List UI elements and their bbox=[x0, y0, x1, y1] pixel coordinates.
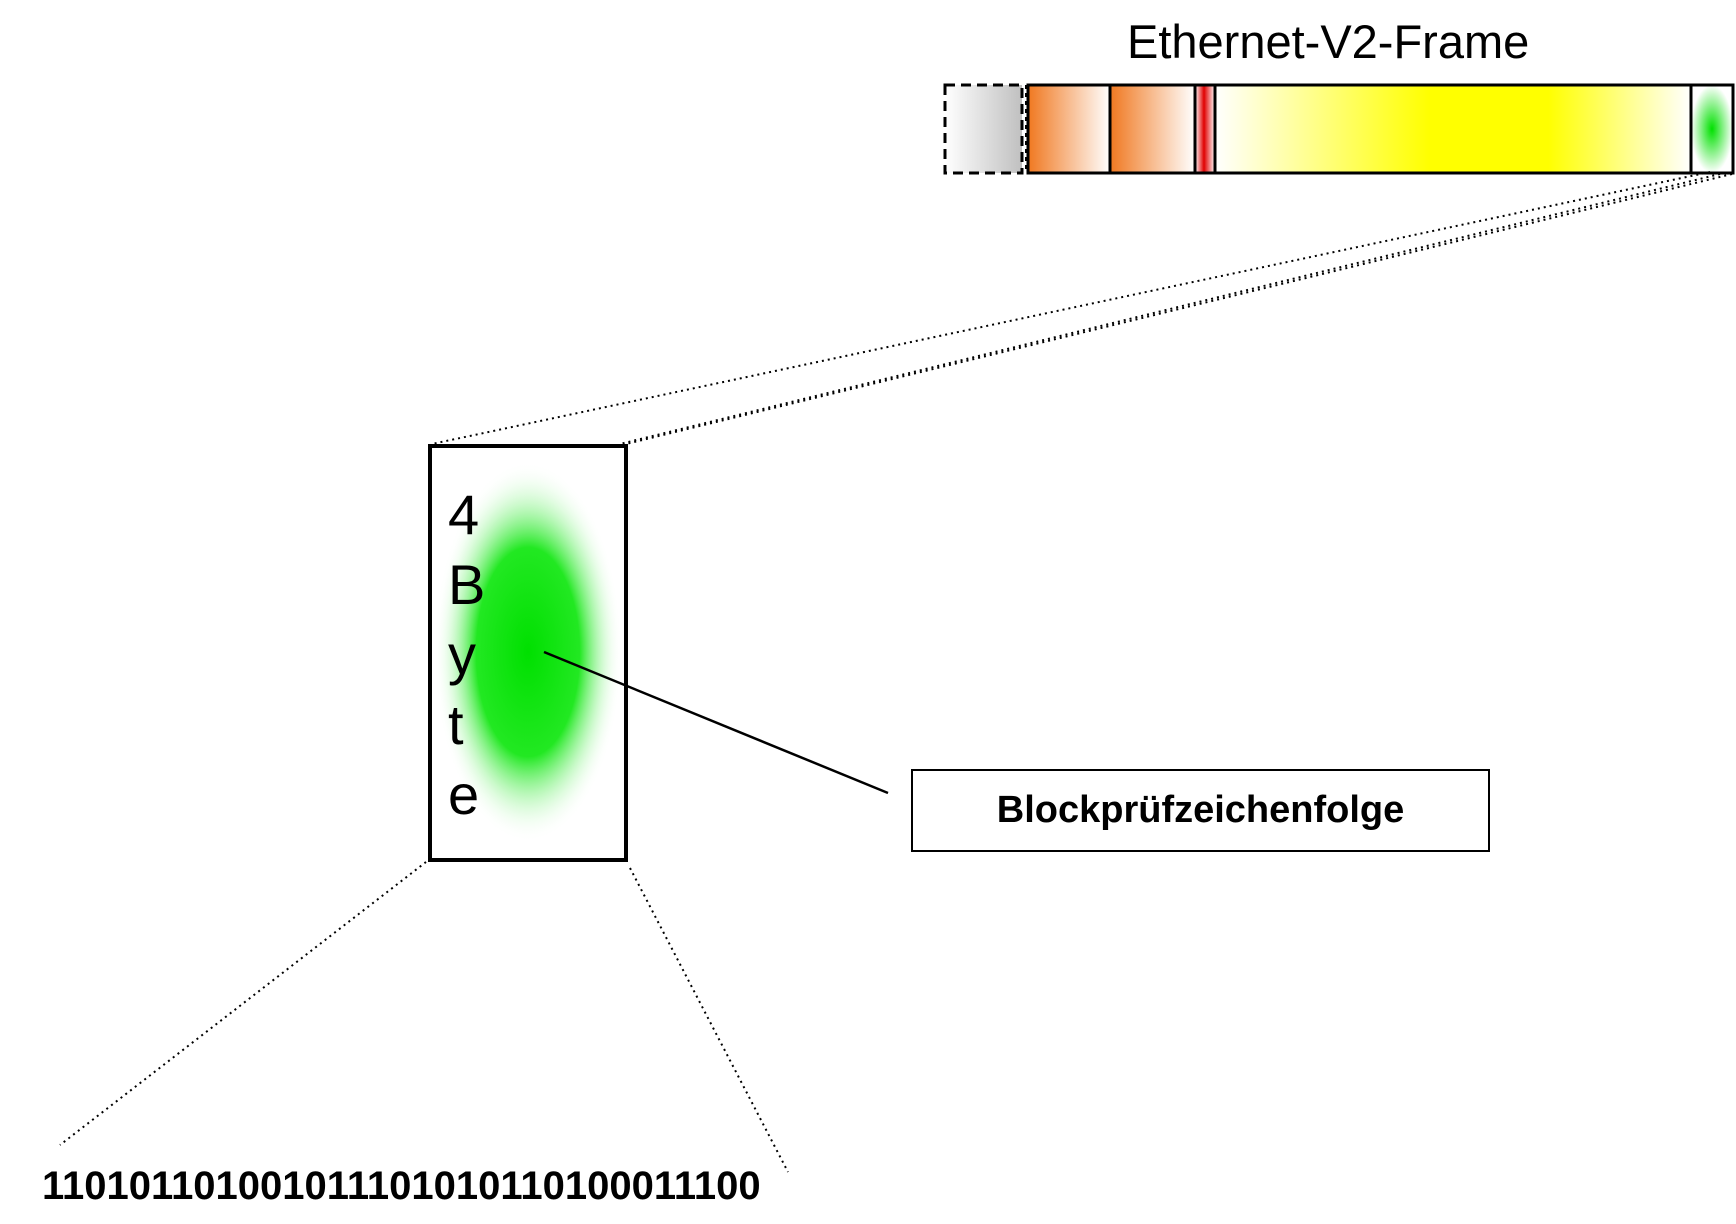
callout-box: Blockprüfzeichenfolge bbox=[911, 769, 1490, 852]
fcs-zoom-gradient bbox=[434, 462, 622, 842]
zoom-line-lower bbox=[625, 173, 1733, 445]
frame-source-field bbox=[1108, 83, 1197, 175]
zoom-line-middle bbox=[619, 173, 1721, 445]
bits-line-left bbox=[59, 861, 427, 1146]
frame-data-field bbox=[1213, 83, 1693, 175]
frame-title: Ethernet-V2-Frame bbox=[1127, 15, 1530, 68]
fcs-size-label: 4 B y t e bbox=[448, 483, 486, 826]
frame-preamble-field bbox=[943, 83, 1024, 175]
frame-fcs-field bbox=[1689, 83, 1735, 175]
bit-string: 110101101001011101010110100011100 bbox=[42, 1164, 761, 1208]
zoom-line-upper bbox=[431, 171, 1711, 445]
frame-type-field bbox=[1193, 83, 1217, 175]
callout-label: Blockprüfzeichenfolge bbox=[996, 789, 1405, 831]
bits-line-right bbox=[629, 867, 789, 1173]
callout-connector bbox=[543, 650, 889, 795]
frame-destination-field bbox=[1026, 83, 1112, 175]
